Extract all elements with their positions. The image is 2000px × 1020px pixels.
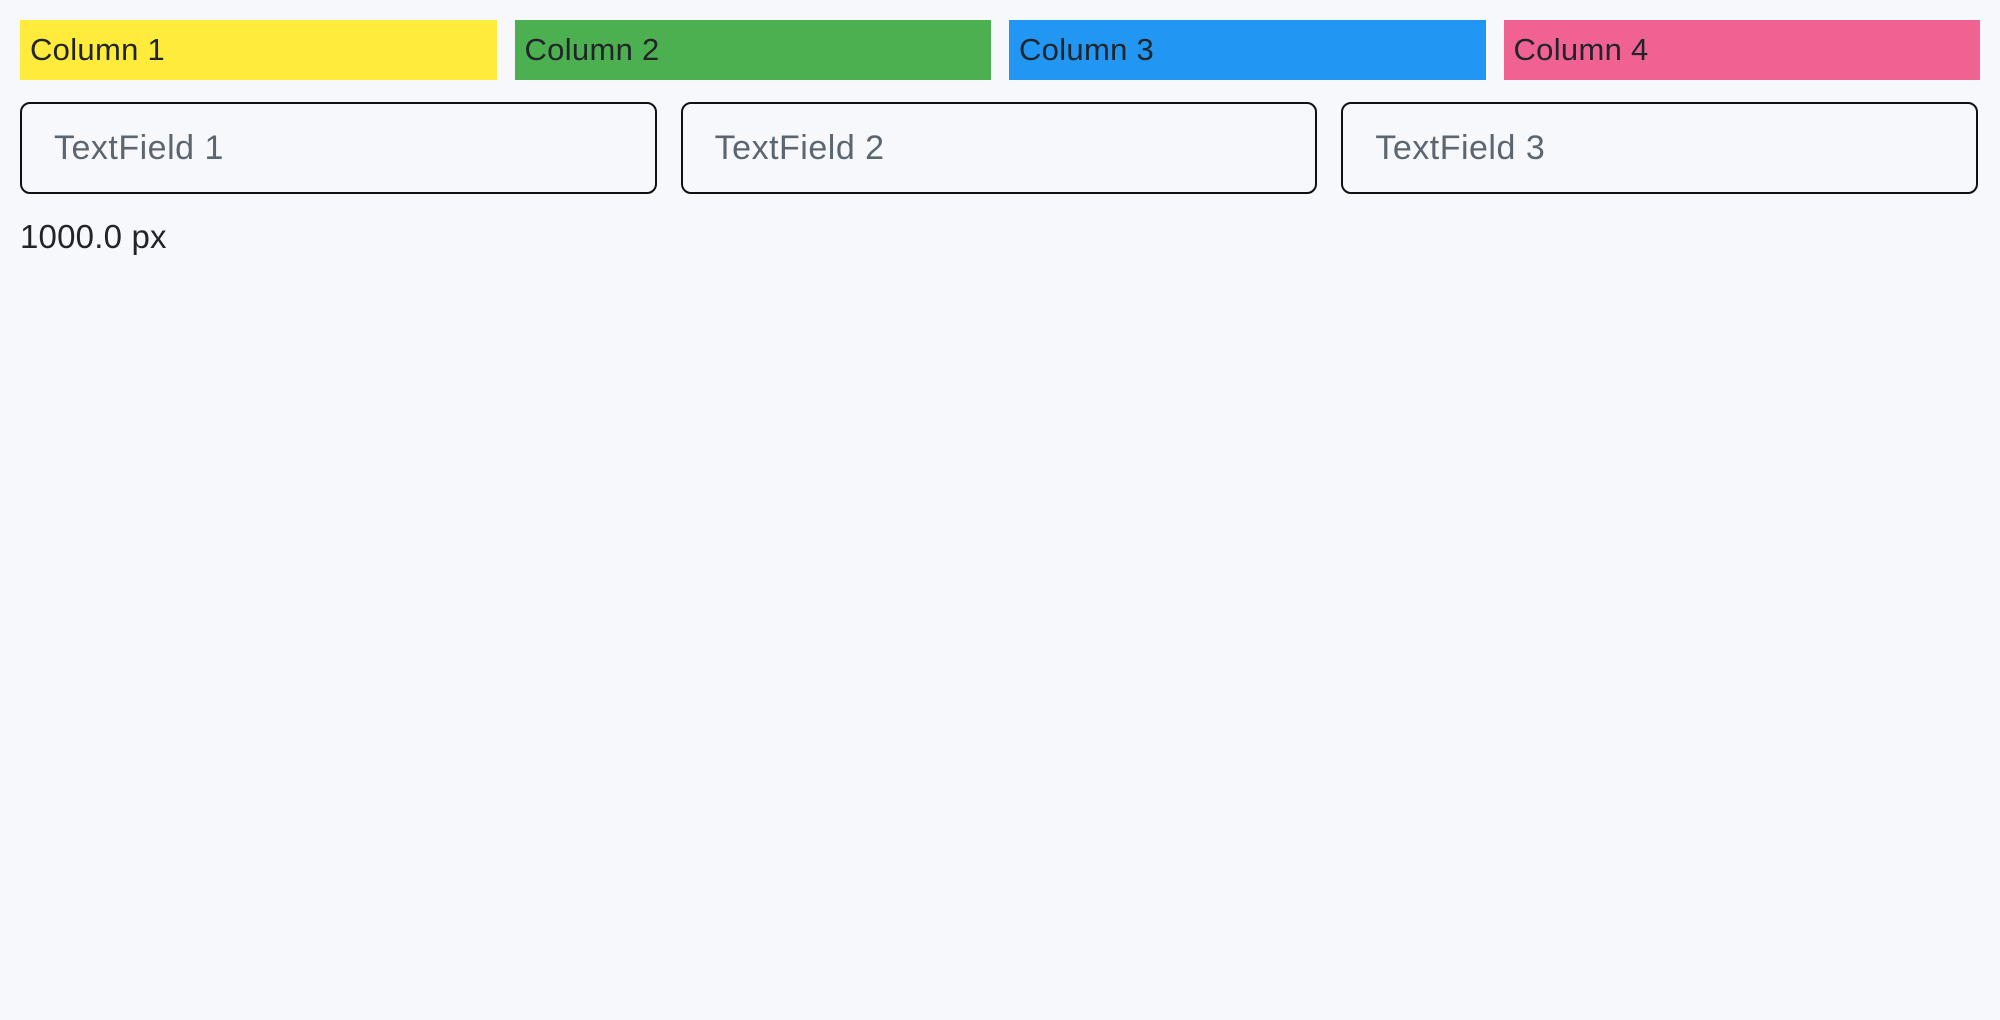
- column-block-1: Column 1: [20, 20, 497, 80]
- column-label-3: Column 3: [1019, 32, 1155, 67]
- text-field-row: [20, 102, 1979, 194]
- textfield-2[interactable]: [680, 102, 1318, 194]
- column-label-1: Column 1: [30, 32, 166, 67]
- textfield-3[interactable]: [1341, 102, 1979, 194]
- column-label-2: Column 2: [524, 32, 660, 67]
- column-block-3: Column 3: [1009, 20, 1486, 80]
- column-block-2: Column 2: [514, 20, 991, 80]
- column-block-4: Column 4: [1503, 20, 1980, 80]
- column-header-row: Column 1 Column 2 Column 3 Column 4: [20, 20, 1980, 80]
- width-size-label: 1000.0 px: [20, 218, 167, 255]
- textfield-1[interactable]: [20, 102, 657, 194]
- column-label-4: Column 4: [1513, 32, 1649, 67]
